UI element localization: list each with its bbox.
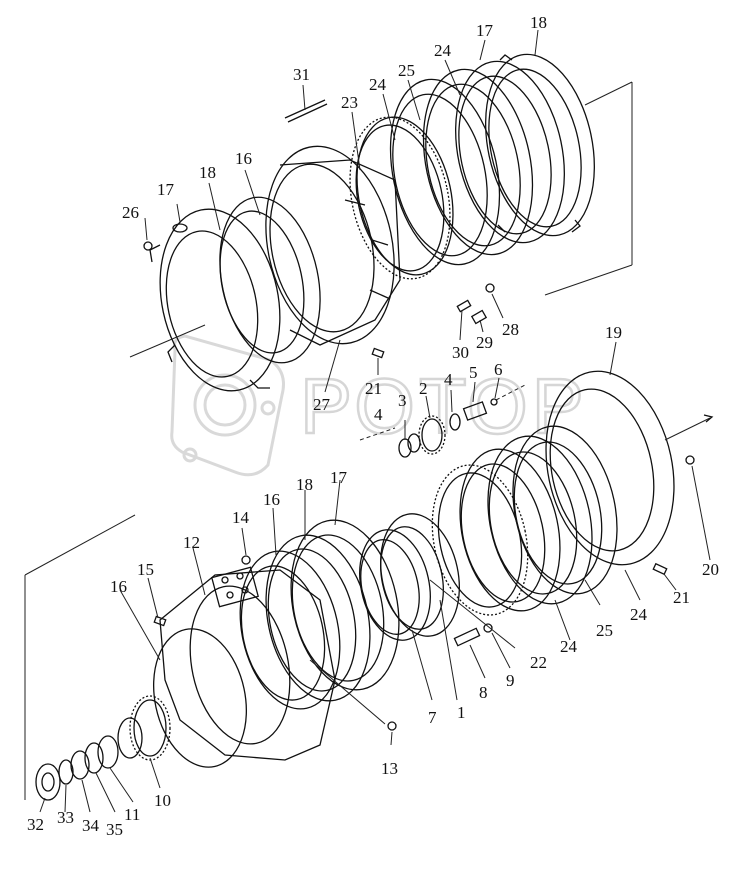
part-5-shaft [462, 401, 488, 421]
callout-7: 7 [428, 708, 437, 727]
lower-assembly [24, 341, 714, 813]
callout-30: 30 [452, 343, 469, 362]
callout-24d: 24 [630, 605, 648, 624]
callout-24a: 24 [369, 75, 387, 94]
part-21-dowel-upper [371, 347, 385, 359]
callout-27: 27 [313, 395, 331, 414]
callout-17c: 17 [476, 21, 494, 40]
middle-small-parts [359, 377, 526, 458]
callout-5: 5 [469, 363, 478, 382]
part-14-plug [241, 555, 251, 565]
part-30-fitting [456, 299, 472, 313]
part-10-gear-shaft [117, 695, 171, 761]
part-24-friction-disc [422, 68, 534, 256]
part-17-plate-lower [290, 519, 400, 691]
callout-18c: 18 [530, 13, 547, 32]
part-22-ring-gear [431, 464, 529, 616]
part-17-plate [455, 60, 565, 244]
callout-18a: 18 [199, 163, 216, 182]
callout-35: 35 [106, 820, 123, 839]
callout-21a: 21 [365, 379, 382, 398]
callout-4a: 4 [374, 405, 383, 424]
callout-16c: 16 [235, 149, 252, 168]
part-32-bearing [35, 763, 61, 801]
callout-23: 23 [341, 93, 358, 112]
part-1-carrier [380, 513, 460, 637]
callout-15: 15 [137, 560, 154, 579]
callout-3: 3 [398, 391, 407, 410]
callout-4b: 4 [444, 370, 453, 389]
part-16-piston [219, 196, 321, 364]
part-25-separator-plate [389, 78, 501, 266]
part-25-separator-lower [487, 435, 593, 605]
part-26-nut [143, 241, 153, 251]
part-19-drum-plate [545, 370, 675, 566]
callout-28: 28 [502, 320, 519, 339]
callout-2: 2 [419, 379, 428, 398]
callout-25a: 25 [398, 61, 415, 80]
callout-labels: 1 2 3 4 4 5 6 7 8 9 10 11 12 13 14 15 16… [27, 13, 719, 839]
callout-10: 10 [154, 791, 171, 810]
callout-21b: 21 [673, 588, 690, 607]
callout-24c: 24 [560, 637, 578, 656]
callout-8: 8 [479, 683, 488, 702]
callout-6: 6 [494, 360, 503, 379]
part-3-bearing [407, 433, 421, 453]
callout-32: 32 [27, 815, 44, 834]
callout-24b: 24 [434, 41, 452, 60]
callout-25b: 25 [596, 621, 613, 640]
callout-31: 31 [293, 65, 310, 84]
part-9-washer [483, 623, 493, 633]
part-13-nut [387, 721, 397, 731]
callout-19: 19 [605, 323, 622, 342]
callout-20: 20 [702, 560, 719, 579]
callout-12: 12 [183, 533, 200, 552]
callout-29: 29 [476, 333, 493, 352]
part-6-ball [490, 398, 498, 406]
part-18-plate-lower [265, 534, 371, 702]
part-8-bolt [453, 627, 481, 647]
part-24-friction-disc-lower-b [459, 448, 561, 612]
part-11-ring [97, 735, 119, 769]
callout-13: 13 [381, 759, 398, 778]
part-20-plug [685, 455, 695, 465]
part-housing-upper [265, 145, 401, 346]
callout-14: 14 [232, 508, 250, 527]
part-33-snap-ring [58, 759, 74, 785]
callout-11: 11 [124, 805, 140, 824]
callout-16a: 16 [110, 577, 127, 596]
callout-33: 33 [57, 808, 74, 827]
callout-16b: 16 [263, 490, 280, 509]
part-18-plate-upper-left [149, 208, 281, 392]
part-12-housing [159, 566, 336, 761]
part-4-bearing-b [449, 413, 461, 431]
part-21-dowel-lower [652, 562, 668, 576]
callout-26: 26 [122, 203, 139, 222]
part-29-fitting [470, 309, 488, 325]
part-16-piston-lower [239, 550, 341, 710]
callout-17b: 17 [330, 468, 348, 487]
upper-assembly [129, 29, 633, 393]
part-28-plug [485, 283, 495, 293]
part-17-pin [172, 223, 188, 233]
callout-18b: 18 [296, 475, 313, 494]
part-2-gear [421, 418, 443, 452]
callout-17a: 17 [157, 180, 175, 199]
callout-9: 9 [506, 671, 515, 690]
part-35-ring [84, 742, 104, 774]
part-16-seal-ring [152, 628, 248, 768]
callout-1: 1 [457, 703, 466, 722]
part-15-pin [153, 615, 167, 627]
callout-34: 34 [82, 816, 100, 835]
callout-22: 22 [530, 653, 547, 672]
